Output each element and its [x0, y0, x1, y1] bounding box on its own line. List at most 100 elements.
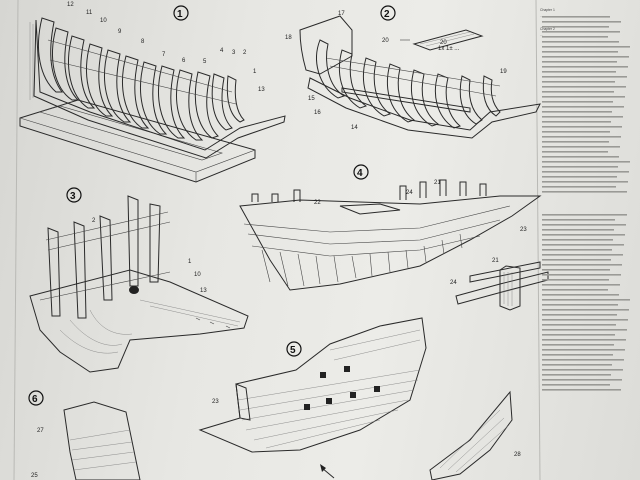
- svg-text:14: 14: [351, 125, 358, 131]
- step-4-part-labels: 22 24 21 23: [314, 180, 527, 233]
- text-line: [542, 91, 614, 93]
- step-2-part-labels: 17 18 20 19 15 16 14: [285, 11, 507, 131]
- step-2-number: 2: [384, 9, 390, 20]
- text-line: [542, 41, 619, 43]
- text-line: [542, 274, 621, 276]
- text-line: [542, 314, 617, 316]
- text-line: [542, 16, 610, 18]
- mast-step-hole: [129, 286, 139, 294]
- svg-text:13: 13: [200, 288, 207, 294]
- step-6-part-labels: 27 25 28: [31, 428, 521, 479]
- step-1-part-labels: 12 11 10 9 8 7 6 5 4 3 2 1 13: [67, 2, 265, 93]
- text-line: [542, 234, 625, 236]
- text-line: [542, 224, 626, 226]
- text-line: [542, 239, 613, 241]
- svg-text:23: 23: [212, 399, 219, 405]
- step-5-part-labels: 23: [212, 399, 219, 405]
- text-line: [542, 21, 621, 23]
- svg-text:18: 18: [285, 35, 292, 41]
- text-line: [542, 111, 612, 113]
- text-line: [542, 334, 615, 336]
- text-line: [542, 136, 621, 138]
- text-line: [542, 106, 624, 108]
- svg-text:1: 1: [188, 259, 192, 265]
- step-5-circle: [286, 341, 302, 357]
- text-line: [542, 51, 618, 53]
- instruction-text-column: Chapter 1 ... Chapter 2 ...: [536, 0, 640, 480]
- svg-text:21: 21: [492, 258, 499, 264]
- text-line: [542, 269, 610, 271]
- text-line: [542, 36, 608, 38]
- text-line: [542, 249, 612, 251]
- text-line: [542, 339, 626, 341]
- text-line: [542, 156, 619, 158]
- svg-text:13: 13: [258, 87, 265, 93]
- svg-text:17: 17: [338, 11, 345, 17]
- text-line: [542, 214, 627, 216]
- text-line: [542, 76, 627, 78]
- text-line: [542, 359, 624, 361]
- step-3-circle: [66, 187, 82, 203]
- svg-text:5: 5: [203, 59, 207, 65]
- text-line: [542, 369, 623, 371]
- step-2-detail-piece: 20 1x 1± ...: [400, 29, 484, 52]
- svg-text:10: 10: [100, 18, 107, 24]
- text-line: [542, 304, 618, 306]
- svg-text:23: 23: [520, 227, 527, 233]
- svg-text:9: 9: [118, 29, 122, 35]
- step-6-drawing: 6 27 25 28: [28, 390, 521, 480]
- text-line: [542, 66, 628, 68]
- text-line: [542, 181, 628, 183]
- text-line: [542, 176, 617, 178]
- text-line: [542, 309, 629, 311]
- text-line: [542, 299, 630, 301]
- text-line: [542, 126, 622, 128]
- text-line: [542, 259, 611, 261]
- svg-text:24: 24: [450, 280, 457, 286]
- text-line: [542, 294, 619, 296]
- svg-text:8: 8: [141, 39, 145, 45]
- step-2-drawing: 2 20 1x 1± ... 17 18 20 19 15: [285, 5, 541, 139]
- svg-text:28: 28: [514, 452, 521, 458]
- svg-text:2: 2: [92, 218, 96, 224]
- text-line: [542, 389, 621, 391]
- step-5-number: 5: [290, 345, 296, 356]
- section-heading: Chapter 1: [540, 8, 555, 12]
- text-line: [542, 116, 623, 118]
- svg-text:3: 3: [232, 50, 236, 56]
- text-line: [542, 229, 614, 231]
- text-line: [542, 374, 611, 376]
- svg-text:15: 15: [308, 96, 315, 102]
- text-line: [542, 161, 630, 163]
- text-line: [542, 219, 615, 221]
- step-3-drawing: 3 2 1 10 13: [29, 187, 249, 373]
- text-line: [542, 121, 611, 123]
- svg-text:10: 10: [194, 272, 201, 278]
- paper-fold-line: [535, 0, 541, 480]
- text-line: [542, 244, 624, 246]
- text-line: [542, 319, 628, 321]
- step-4-number: 4: [357, 168, 363, 179]
- text-line: [542, 81, 615, 83]
- svg-text:25: 25: [31, 473, 38, 479]
- step-5-drawing: 5 23: [198, 317, 427, 479]
- svg-text:16: 16: [314, 110, 321, 116]
- text-line: [542, 349, 625, 351]
- svg-text:12: 12: [67, 2, 74, 8]
- step-1-circle: [173, 5, 189, 21]
- svg-text:1: 1: [253, 69, 257, 75]
- svg-text:21: 21: [434, 180, 441, 186]
- text-line: [542, 31, 620, 33]
- text-line: [542, 131, 610, 133]
- step-1-number: 1: [177, 9, 183, 20]
- text-line: [542, 71, 616, 73]
- text-line: [542, 384, 610, 386]
- paper-fold-line: [13, 0, 19, 480]
- text-line: [542, 324, 616, 326]
- svg-text:19: 19: [500, 69, 507, 75]
- svg-text:27: 27: [37, 428, 44, 434]
- text-line: [542, 284, 620, 286]
- text-line: [542, 264, 622, 266]
- text-line: [542, 151, 608, 153]
